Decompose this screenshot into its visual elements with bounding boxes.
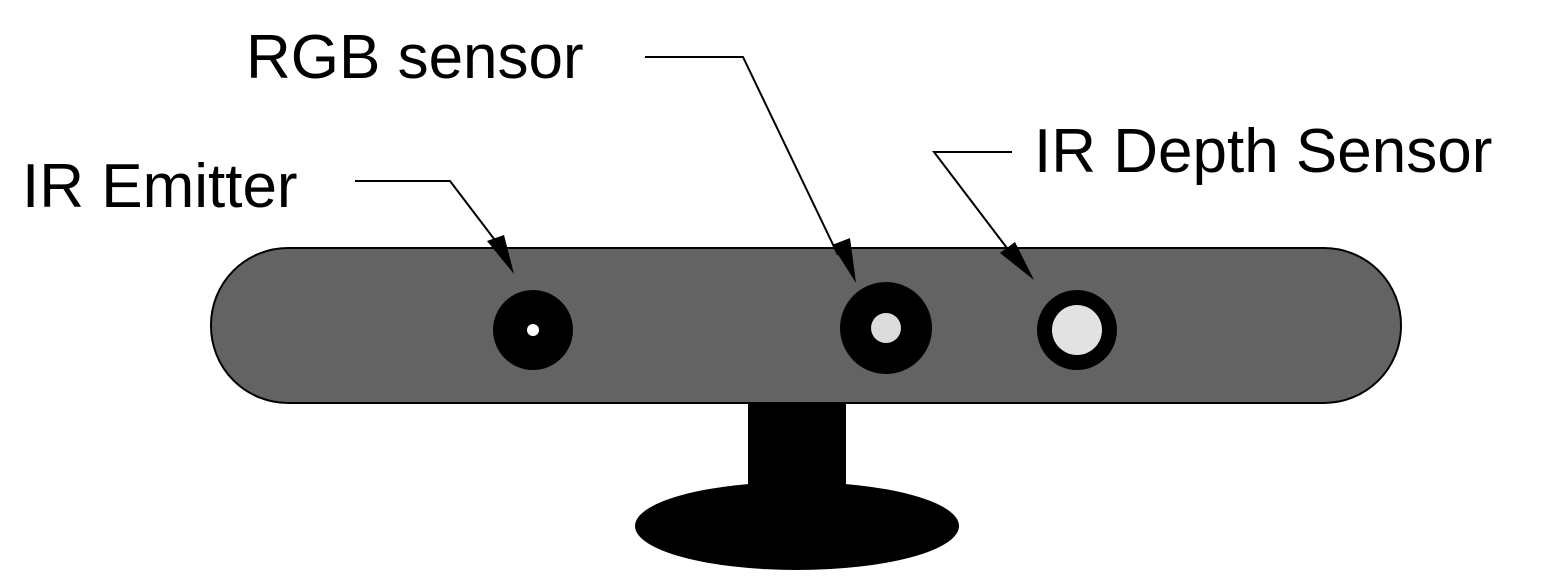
ir-emitter-leader [355,180,514,274]
rgb-sensor-leader [645,56,856,283]
ir-depth-sensor-arrowhead [1000,242,1034,280]
ir-emitter-label: IR Emitter [22,152,298,221]
ir-emitter-dot [527,324,539,336]
rgb-sensor-label: RGB sensor [246,23,584,92]
rgb-sensor-arrowhead [832,238,856,283]
rgb-sensor-lens [840,282,932,374]
rgb-sensor-leader-line [645,56,839,256]
stand-neck [748,398,846,528]
ir-depth-sensor-glass [1052,305,1102,355]
ir-emitter-lens [493,290,573,370]
ir-emitter-leader-line [355,180,505,253]
sensor-bar-body [210,247,1402,404]
ir-depth-sensor-label: IR Depth Sensor [1034,117,1492,186]
ir-depth-sensor-leader-line [931,151,1012,253]
ir-depth-sensor-leader [931,151,1034,280]
ir-emitter-arrowhead [487,235,514,274]
ir-depth-sensor-lens [1037,290,1117,370]
rgb-sensor-glass [871,313,901,343]
